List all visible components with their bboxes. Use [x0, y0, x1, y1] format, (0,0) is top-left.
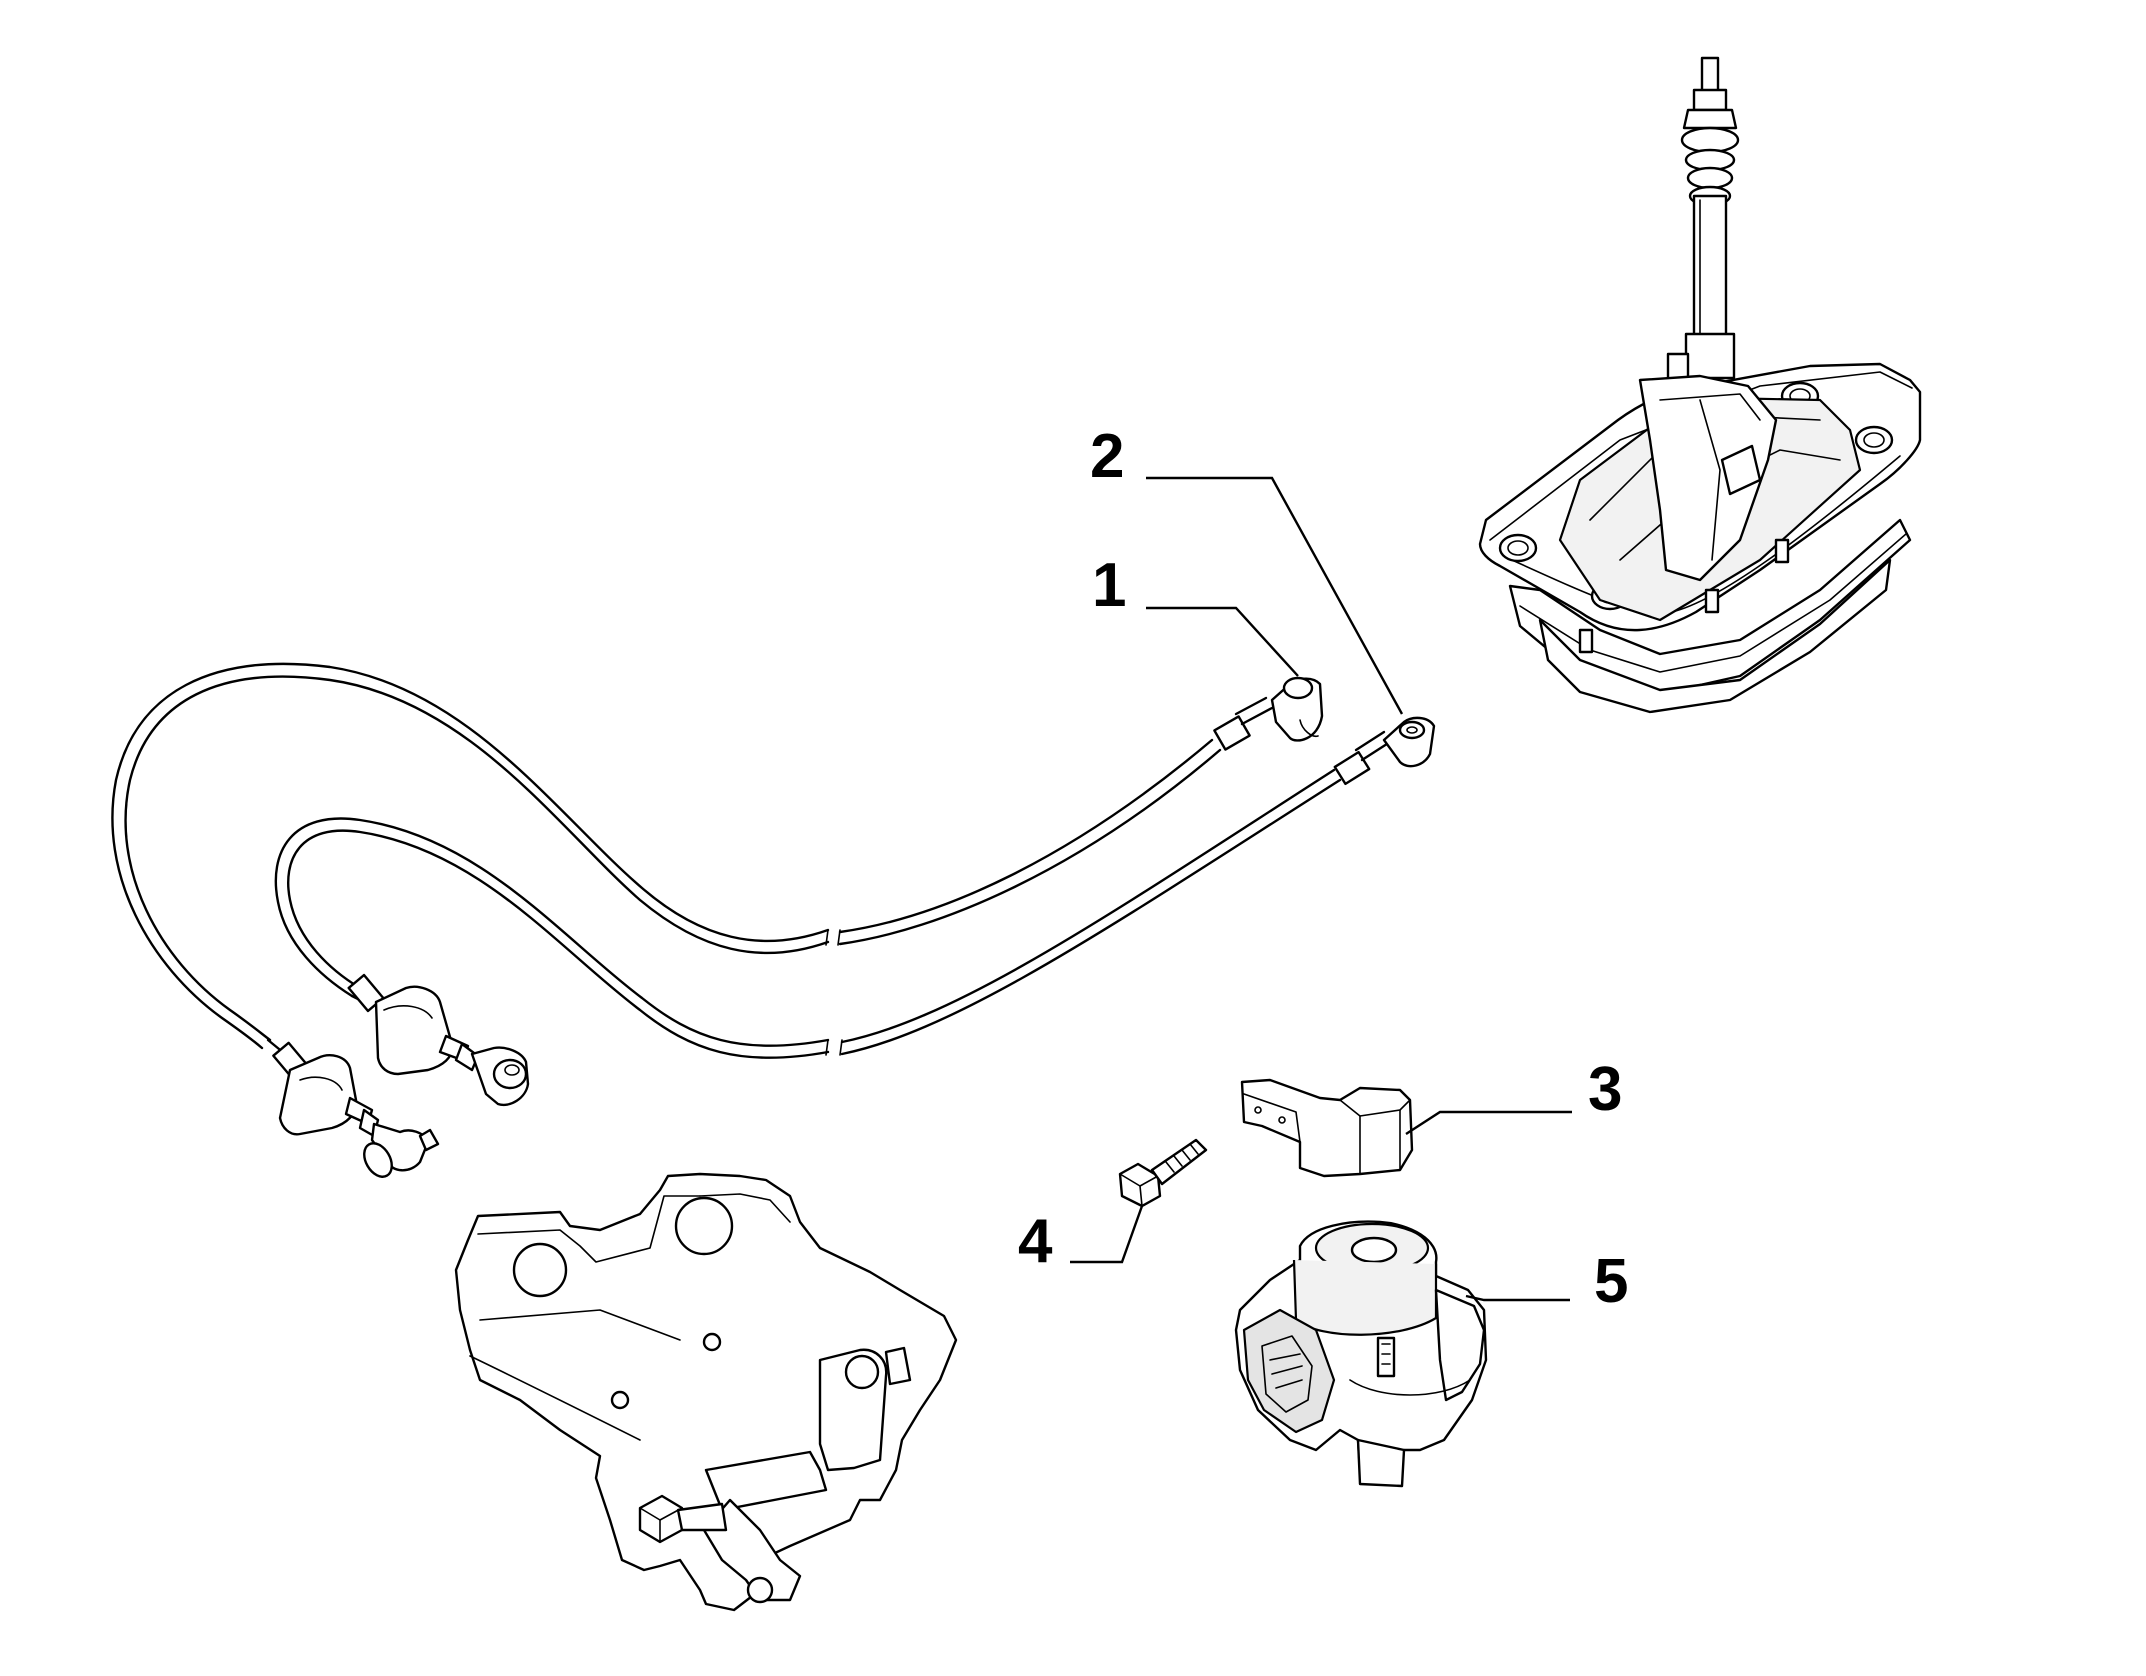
- callout-numbers: 1 2 3 4 5: [1018, 422, 1628, 1316]
- leader-lines: [1070, 476, 1572, 1302]
- part-3-retaining-clip: [1240, 1078, 1414, 1178]
- part-1-selector-cable: [111, 662, 1324, 1178]
- part-5-switch-housing: [1234, 1220, 1488, 1488]
- leader-2: [1146, 476, 1404, 715]
- leader-5: [1465, 1294, 1570, 1302]
- leader-4: [1070, 1205, 1144, 1264]
- leader-3: [1405, 1110, 1572, 1136]
- leader-1: [1146, 606, 1299, 677]
- part-4-screw: [1118, 1138, 1208, 1208]
- callout-3: 3: [1588, 1055, 1622, 1124]
- part-2-selector-cable: [274, 716, 1436, 1107]
- mounting-bracket: [454, 1172, 958, 1612]
- callout-1: 1: [1092, 551, 1126, 620]
- callout-5: 5: [1594, 1247, 1628, 1316]
- callout-4: 4: [1018, 1207, 1053, 1276]
- gear-lever-assembly: [1478, 56, 1922, 714]
- callout-2: 2: [1090, 422, 1124, 491]
